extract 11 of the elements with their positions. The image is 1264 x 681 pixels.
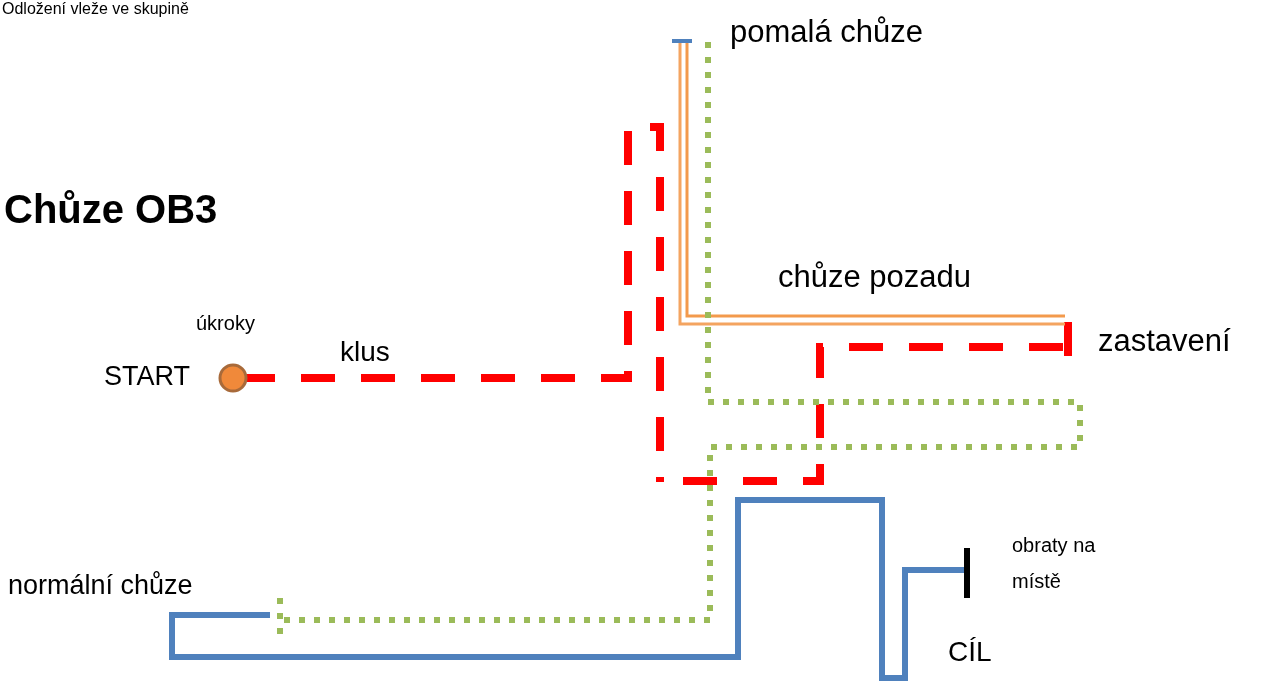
route-label: obraty na místě	[1012, 533, 1097, 594]
start-label: START	[104, 361, 190, 393]
heading-note: Odložení vleže ve skupině	[2, 0, 189, 19]
route-label: úkroky	[196, 312, 255, 335]
finish-label: CÍL	[948, 636, 992, 669]
route-label: normální chůze	[8, 570, 193, 602]
route-label: chůze pozadu	[778, 259, 972, 295]
route-label: zastavení	[1098, 323, 1231, 359]
route-label: klus	[340, 336, 390, 369]
title: Chůze OB3	[4, 186, 218, 232]
route-label: pomalá chůze	[730, 14, 923, 50]
